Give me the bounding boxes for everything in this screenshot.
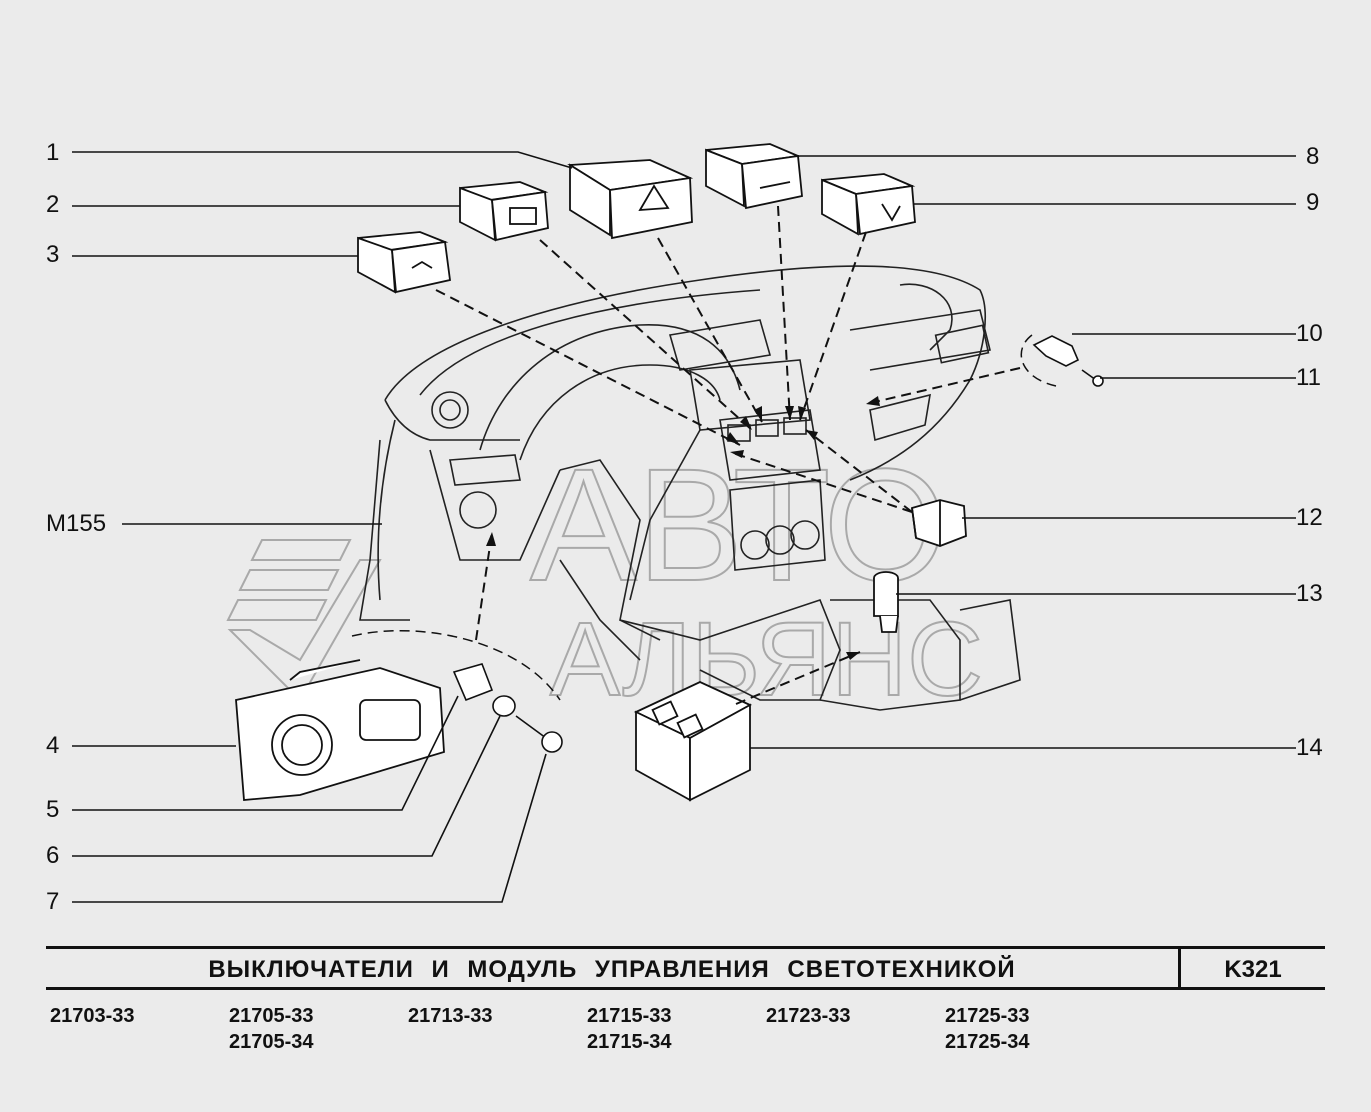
model-number: 21713-33 bbox=[408, 1005, 493, 1027]
model-col-2: 21705-33 21705-34 bbox=[229, 1003, 314, 1055]
hazard-switch bbox=[567, 159, 694, 240]
callout-9: 9 bbox=[1306, 189, 1320, 216]
holder-10 bbox=[1032, 335, 1080, 367]
seat-heat-switch-9 bbox=[821, 173, 916, 236]
arc-4 bbox=[351, 630, 561, 701]
light-control-module-4 bbox=[235, 659, 445, 801]
diagram-title: ВЫКЛЮЧАТЕЛИ И МОДУЛЬ УПРАВЛЕНИЯ СВЕТОТЕХ… bbox=[208, 956, 1016, 983]
callout-10: 10 bbox=[1296, 320, 1323, 347]
model-col-5: 21723-33 bbox=[766, 1003, 851, 1029]
routing-arrows bbox=[435, 205, 1021, 705]
arc-10 bbox=[1020, 334, 1057, 387]
callout-14: 14 bbox=[1296, 734, 1323, 761]
socket-13 bbox=[873, 571, 899, 633]
callout-7: 7 bbox=[46, 888, 60, 915]
model-col-4: 21715-33 21715-34 bbox=[587, 1003, 672, 1055]
leader-lines bbox=[72, 151, 1296, 903]
model-number: 21715-34 bbox=[587, 1031, 672, 1053]
rear-window-heat-switch bbox=[459, 181, 549, 242]
title-divider bbox=[1178, 949, 1181, 990]
title-block: ВЫКЛЮЧАТЕЛИ И МОДУЛЬ УПРАВЛЕНИЯ СВЕТОТЕХ… bbox=[46, 946, 1325, 990]
callout-6: 6 bbox=[46, 842, 60, 869]
screw-11 bbox=[1081, 369, 1104, 387]
callout-11: 11 bbox=[1296, 364, 1321, 391]
seat-heat-module-14 bbox=[633, 681, 752, 802]
model-number: 21723-33 bbox=[766, 1005, 851, 1027]
callout-1: 1 bbox=[46, 139, 60, 166]
callout-m155: M155 bbox=[46, 510, 107, 537]
clip-5 bbox=[452, 663, 494, 702]
callout-4: 4 bbox=[46, 732, 60, 759]
parts-diagram: АВТО АЛЬЯНС bbox=[72, 143, 1296, 903]
dashboard-outline bbox=[359, 265, 1021, 711]
callout-12: 12 bbox=[1296, 504, 1323, 531]
model-number: 21725-34 bbox=[945, 1031, 1030, 1053]
arrow-heads bbox=[486, 396, 880, 660]
callout-13: 13 bbox=[1296, 580, 1323, 607]
callout-3: 3 bbox=[46, 241, 60, 268]
diagram-code: K321 bbox=[1224, 956, 1282, 983]
model-col-6: 21725-33 21725-34 bbox=[945, 1003, 1030, 1055]
trunk-release-switch bbox=[705, 143, 803, 210]
model-number: 21725-33 bbox=[945, 1005, 1030, 1027]
model-col-3: 21713-33 bbox=[408, 1003, 493, 1029]
windshield-heat-switch bbox=[357, 231, 451, 294]
callout-8: 8 bbox=[1306, 143, 1320, 170]
model-number: 21703-33 bbox=[50, 1005, 135, 1027]
model-number: 21705-33 bbox=[229, 1005, 314, 1027]
model-col-1: 21703-33 bbox=[50, 1003, 135, 1029]
washer-6 bbox=[492, 695, 516, 717]
screw-7 bbox=[515, 715, 563, 753]
cap-12 bbox=[911, 499, 967, 547]
callout-5: 5 bbox=[46, 796, 60, 823]
callout-2: 2 bbox=[46, 191, 60, 218]
model-number: 21705-34 bbox=[229, 1031, 314, 1053]
model-number: 21715-33 bbox=[587, 1005, 672, 1027]
